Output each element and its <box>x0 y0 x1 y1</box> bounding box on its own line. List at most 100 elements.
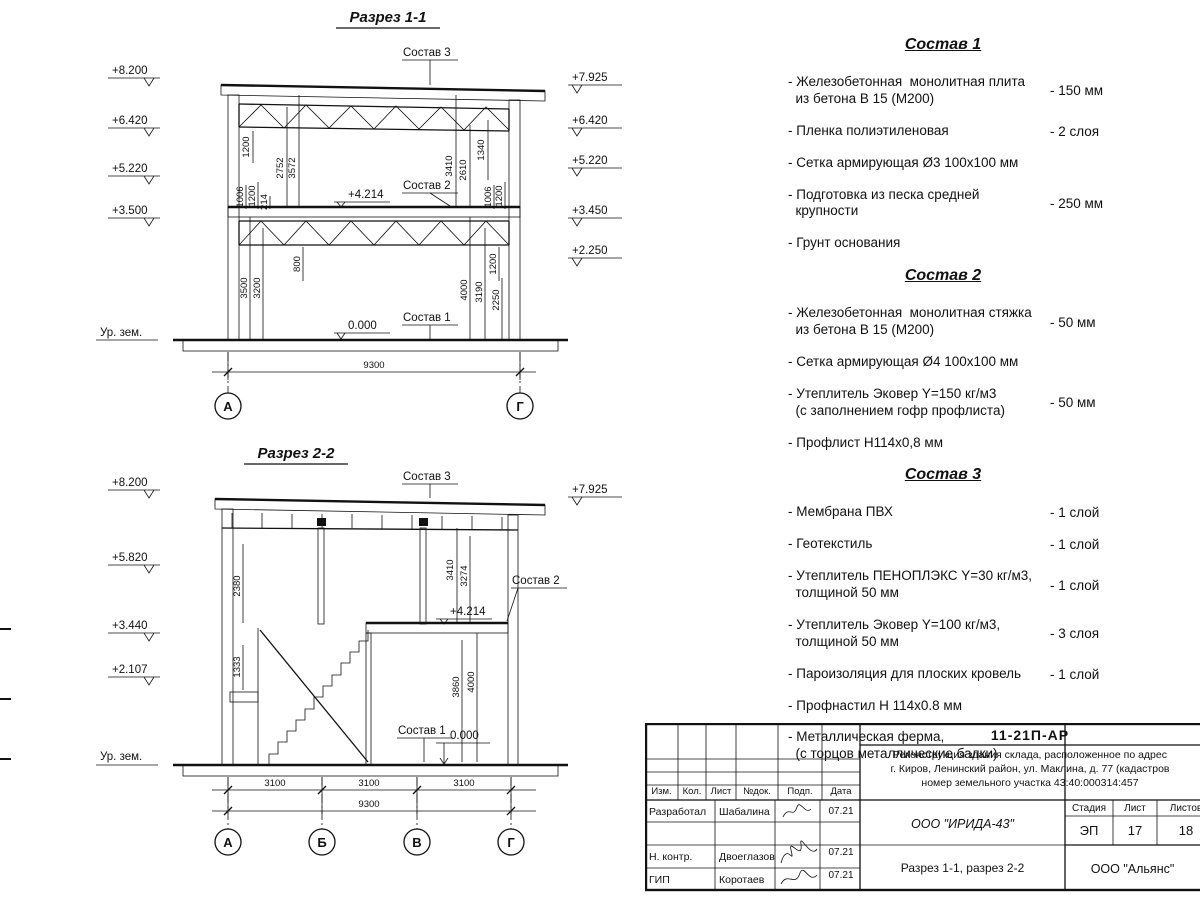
signature <box>780 869 818 885</box>
svg-text:0.000: 0.000 <box>348 320 377 332</box>
svg-text:0.000: 0.000 <box>450 730 479 742</box>
svg-text:Ур. зем.: Ур. зем. <box>100 327 142 339</box>
sostav-2-title: Состав 2 <box>904 267 982 285</box>
rev-header-izm: Изм. <box>651 786 672 797</box>
svg-text:А: А <box>223 835 233 850</box>
svg-text:3500: 3500 <box>239 277 250 298</box>
wall-left <box>221 508 234 766</box>
axis-bubble: А <box>214 352 242 420</box>
svg-text:1333: 1333 <box>232 656 243 677</box>
svg-text:1200: 1200 <box>494 185 505 206</box>
axis-bubble: А <box>214 777 242 856</box>
stage-value: ЭП <box>1079 823 1099 838</box>
elevation-mark: +5.220 <box>568 155 622 177</box>
svg-text:+3.500: +3.500 <box>112 205 148 217</box>
elevation-mark: +8.200 <box>108 65 160 87</box>
callout-sostav-2: Состав 2 <box>506 575 567 622</box>
svg-text:Состав 2: Состав 2 <box>512 575 560 587</box>
svg-text:Состав 1: Состав 1 <box>403 312 451 324</box>
doc-number: 11-21П-АР <box>990 727 1070 743</box>
level-mark-mid: +4.214 <box>436 606 492 625</box>
column-v <box>419 527 427 625</box>
svg-text:4000: 4000 <box>459 279 470 300</box>
svg-text:+4.214: +4.214 <box>450 606 486 618</box>
sheet-header: Лист <box>1124 803 1146 814</box>
sostav-3-section: Состав 3 - Мембрана ПВХ - 1 слой - Геоте… <box>788 466 1188 763</box>
org2-name: ООО "Альянс" <box>1090 862 1175 876</box>
row-date: 07.21 <box>828 870 854 881</box>
row-role: Н. контр. <box>649 851 693 863</box>
svg-text:Ур. зем.: Ур. зем. <box>100 751 142 763</box>
svg-text:Разрез 2-2: Разрез 2-2 <box>257 445 335 462</box>
svg-text:4000: 4000 <box>466 671 477 692</box>
axis-bubble: В <box>403 777 431 856</box>
svg-text:3200: 3200 <box>252 277 263 298</box>
bottom-dimension: 9300 <box>212 352 536 380</box>
list-item: - Грунт основания <box>788 235 901 251</box>
frame-mark <box>0 758 11 760</box>
elevation-mark: +6.420 <box>568 115 622 137</box>
svg-text:2752: 2752 <box>275 157 286 178</box>
svg-text:1340: 1340 <box>476 139 487 160</box>
project-description-line: номер земельного участка 43:40:000314:45… <box>921 777 1139 789</box>
svg-text:9300: 9300 <box>363 360 384 371</box>
callout-sostav-3: Состав 3 <box>402 47 458 85</box>
list-item: - Подготовка из песка средней крупности … <box>788 186 1104 219</box>
list-item: - Сетка армирующая Ø4 100х100 мм <box>788 353 1019 369</box>
dim-label: 3410 2610 1340 1006 1200 1200 4000 3190 … <box>444 95 506 340</box>
list-item: - Железобетонная монолитная плита из бет… <box>788 74 1104 106</box>
elevation-mark: +5.820 <box>108 552 160 574</box>
sostav-3-title: Состав 3 <box>904 466 982 484</box>
row-name: Коротаев <box>719 874 765 886</box>
ground-slab <box>173 338 568 352</box>
list-item: - Мембрана ПВХ - 1 слой <box>788 504 1100 521</box>
list-item: - Пароизоляция для плоских кровель - 1 с… <box>788 665 1100 682</box>
rev-header-ndok: №док. <box>743 786 771 797</box>
rev-header-kol: Кол. <box>682 786 702 797</box>
svg-text:+6.420: +6.420 <box>572 115 608 127</box>
svg-text:А: А <box>223 399 233 414</box>
section-2-2-title: Разрез 2-2 <box>244 445 348 465</box>
row-name: Шабалина <box>719 806 770 818</box>
list-item: - Профнастил Н 114х0.8 мм <box>788 697 962 713</box>
svg-text:Б: Б <box>317 835 326 850</box>
list-item: - Сетка армирующая Ø3 100х100 мм <box>788 154 1019 170</box>
sostav-1-section: Состав 1 - Железобетонная монолитная пли… <box>788 36 1188 252</box>
svg-text:+6.420: +6.420 <box>112 115 148 127</box>
ground-slab <box>173 763 568 777</box>
svg-text:+2.107: +2.107 <box>112 664 148 676</box>
section-1-1-drawing: Разрез 1-1 +8.200 +6.420 <box>96 9 622 420</box>
ground-level-label: Ур. зем. <box>96 327 158 341</box>
svg-text:+8.200: +8.200 <box>112 65 148 77</box>
staircase <box>229 628 369 766</box>
svg-text:1200: 1200 <box>241 136 252 157</box>
svg-text:+8.200: +8.200 <box>112 477 148 489</box>
svg-text:Г: Г <box>507 835 515 850</box>
signature <box>780 840 818 864</box>
dim-label: 1200 2752 3572 1006 1200 214 3500 3200 8… <box>235 95 304 340</box>
level-mark-mid: +4.214 <box>334 189 390 208</box>
elevation-mark: +7.925 <box>568 484 622 506</box>
title-block-grid <box>645 723 1200 892</box>
sheets-value: 18 <box>1178 823 1194 838</box>
svg-text:2380: 2380 <box>232 575 243 596</box>
svg-text:Состав 3: Состав 3 <box>403 47 451 59</box>
svg-text:+4.214: +4.214 <box>348 189 384 201</box>
row-date: 07.21 <box>828 806 854 817</box>
signature <box>782 804 812 818</box>
row-role: ГИП <box>649 874 670 886</box>
composition-lists: Состав 1 - Железобетонная монолитная пли… <box>788 26 1188 778</box>
svg-text:+5.220: +5.220 <box>112 163 148 175</box>
frame-mark <box>0 698 11 700</box>
svg-text:3410: 3410 <box>444 155 455 176</box>
elevation-mark: +3.450 <box>568 205 622 227</box>
column-b <box>317 527 325 625</box>
axis-bubble: Б <box>308 777 336 856</box>
mid-floor-structure <box>227 205 521 246</box>
list-item: - Утеплитель ПЕНОПЛЭКС Y=30 кг/м3, толщи… <box>788 568 1100 600</box>
axis-bubble: Г <box>506 352 534 420</box>
mid-floor <box>365 621 509 766</box>
svg-text:3100: 3100 <box>264 778 285 789</box>
list-item: - Пленка полиэтиленовая - 2 слоя <box>788 122 1100 139</box>
svg-text:3572: 3572 <box>287 157 298 178</box>
